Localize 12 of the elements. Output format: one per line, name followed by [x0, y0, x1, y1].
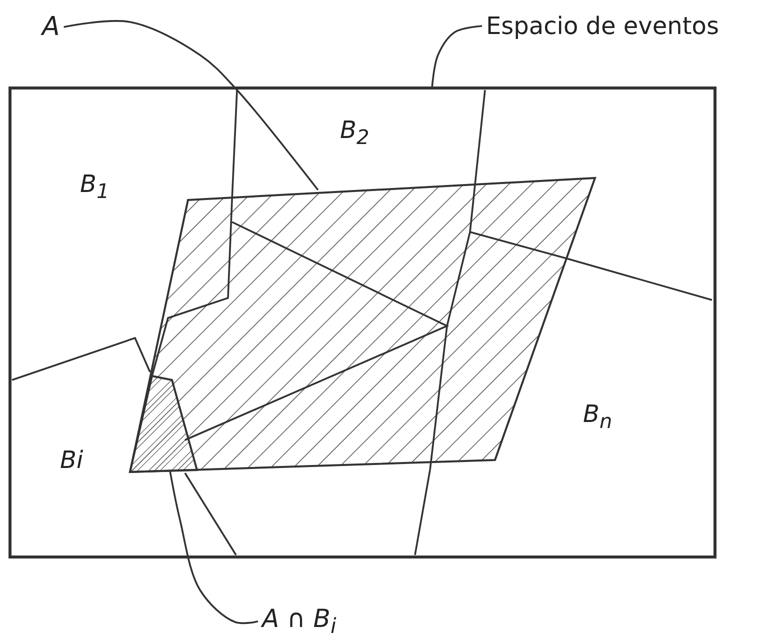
hatched-event-region [128, 176, 596, 474]
leader-line [431, 25, 482, 88]
region-label: B$_{1}$ [80, 172, 110, 201]
region-label: B$_{2}$ [340, 118, 370, 147]
intersection-region [128, 374, 198, 474]
leader-line [64, 20, 319, 191]
region-label: Bi [60, 448, 84, 472]
region-label: B$_{n}$ [583, 402, 612, 431]
event-label: A [42, 14, 60, 40]
intersection-label: A ∩ B$_{i}$ [262, 606, 336, 637]
sample-space-label: Espacio de eventos [486, 14, 719, 38]
leader-line [169, 470, 258, 624]
